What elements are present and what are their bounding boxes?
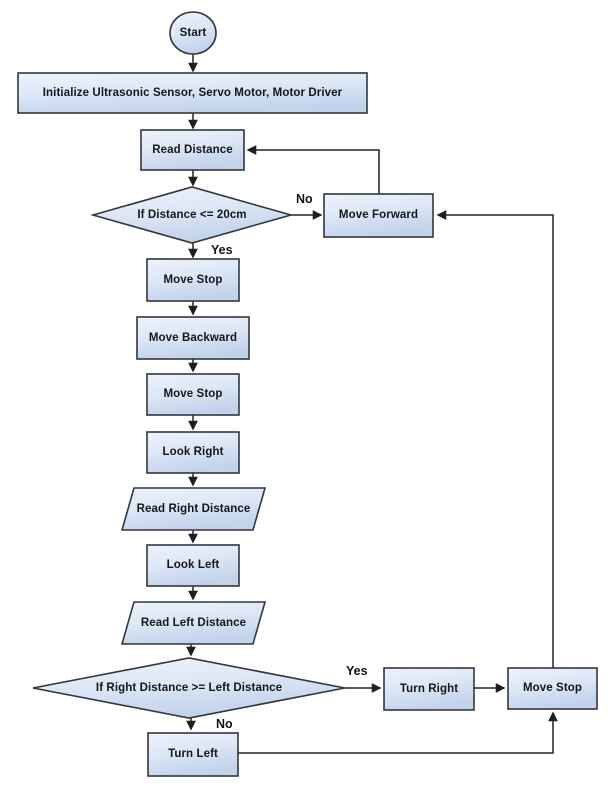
if-right-left-decision-shape [32, 657, 346, 719]
look-left-process-shape [146, 544, 240, 587]
if-distance-decision-shape [90, 186, 294, 244]
connector-lines [186, 54, 558, 754]
move-stop-1-process-shape [146, 258, 240, 302]
init-process-shape [17, 72, 368, 114]
read-right-distance-io-shape [120, 487, 267, 531]
edge-move-stop3-move-forward-loop [436, 210, 554, 668]
turn-right-process-shape [383, 667, 475, 711]
read-left-distance-io-shape [120, 601, 267, 645]
edge-turn-left-move-stop3 [238, 711, 558, 754]
look-right-process-shape [146, 431, 240, 474]
node-shapes [17, 11, 598, 777]
move-forward-process-shape [323, 193, 434, 238]
move-backward-process-shape [136, 316, 250, 360]
start-terminator-shape [169, 11, 217, 55]
turn-left-process-shape [147, 732, 239, 777]
move-stop-2-process-shape [146, 373, 240, 416]
read-distance-process-shape [140, 129, 245, 171]
move-stop-3-process-shape [507, 667, 598, 710]
edge-move-forward-read-distance-loop [246, 145, 380, 194]
